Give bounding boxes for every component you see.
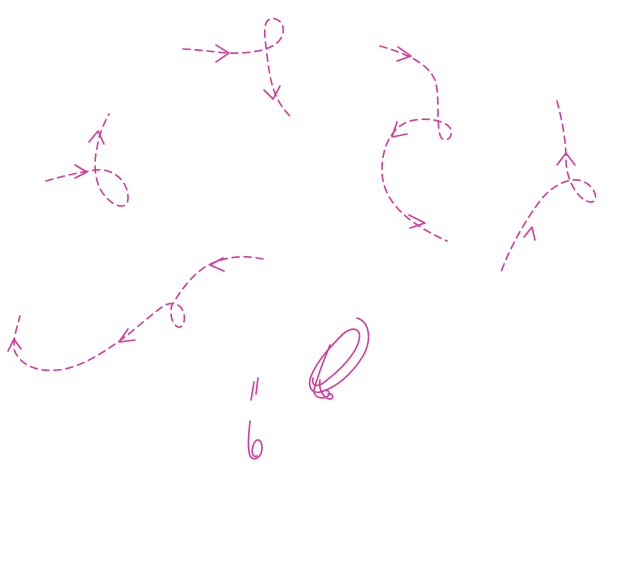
doodle-top-right (379, 45, 452, 242)
scribble-icon (308, 317, 370, 400)
doodle-small-marks (247, 377, 263, 460)
doodle-right-loop (500, 100, 597, 273)
doodle-bottom-left (7, 256, 264, 372)
doodle-top-center (182, 17, 291, 117)
doodle-left-loop (45, 113, 129, 207)
